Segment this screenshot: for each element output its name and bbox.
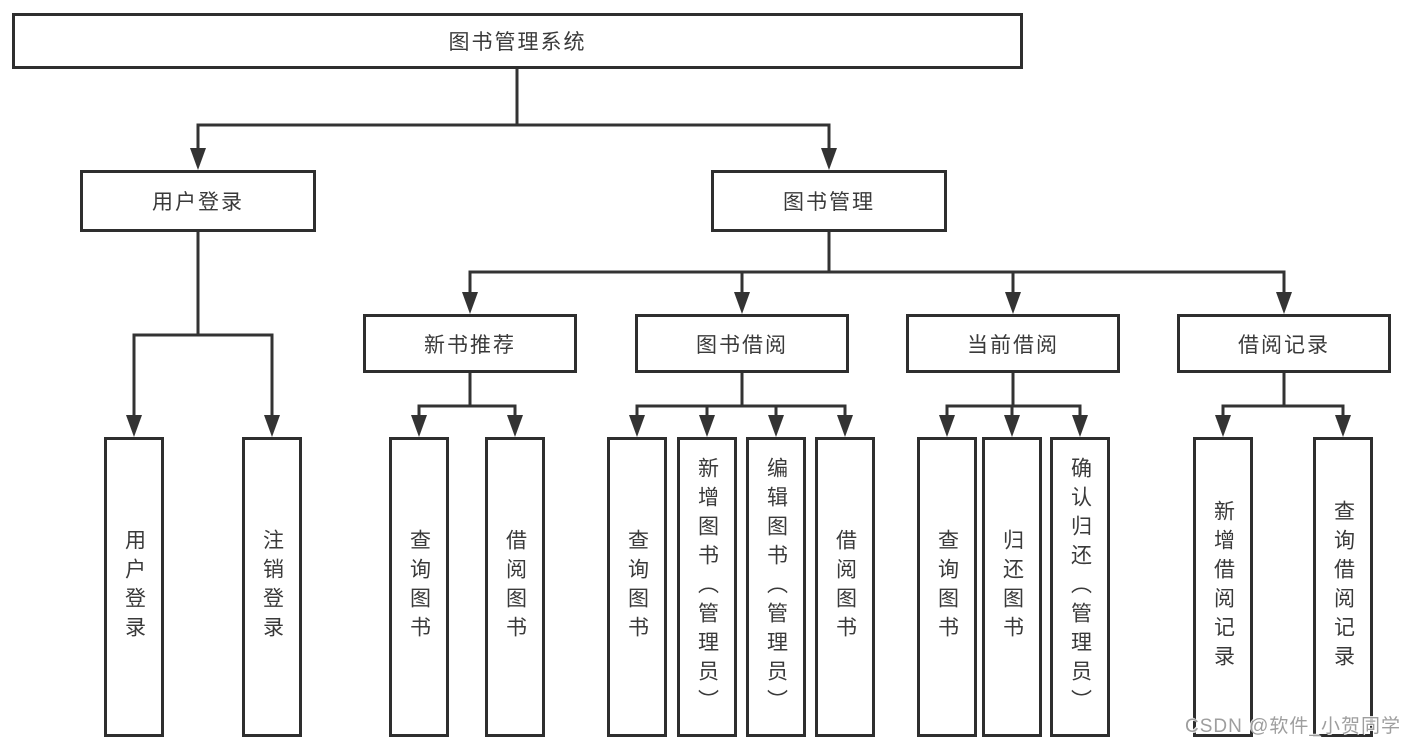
connector-current-borrow-to-leaves [939,369,1088,437]
node-label: 注销登录 [260,529,284,645]
node-label: 新书推荐 [424,333,516,357]
node-label: 借阅图书 [833,529,857,645]
node-borrow-records: 借阅记录 [1177,314,1391,373]
node-label: 归还图书 [1000,529,1024,645]
leaf-logout: 注销登录 [242,437,302,737]
leaf-confirm-return-admin: 确认归还（管理员） [1050,437,1110,737]
node-label: 编辑图书（管理员） [764,456,788,718]
node-label: 图书管理系统 [448,31,587,54]
connector-borrow-records-to-leaves [1215,369,1351,437]
connector-user-login-to-leaves [126,230,280,437]
leaf-user-login: 用户登录 [104,437,164,737]
node-user-login: 用户登录 [80,170,316,232]
leaf-borrow-books-1: 借阅图书 [485,437,545,737]
node-label: 当前借阅 [967,333,1059,357]
leaf-query-books-1: 查询图书 [389,437,449,737]
node-label: 图书借阅 [696,333,788,357]
node-label: 查询图书 [935,529,959,645]
leaf-add-books-admin: 新增图书（管理员） [677,437,737,737]
leaf-return-books: 归还图书 [982,437,1042,737]
connector-root-to-level2 [190,66,837,170]
node-new-book-recommend: 新书推荐 [363,314,577,373]
leaf-query-books-3: 查询图书 [917,437,977,737]
leaf-add-borrow-record: 新增借阅记录 [1193,437,1253,737]
node-label: 用户登录 [122,529,146,645]
leaf-borrow-books-2: 借阅图书 [815,437,875,737]
node-label: 图书管理 [783,191,875,214]
csdn-watermark: CSDN @软件_小贺同学 [1185,716,1401,737]
node-label: 借阅记录 [1238,333,1330,357]
connector-book-management-to-level3 [462,230,1292,314]
node-book-borrow: 图书借阅 [635,314,849,373]
node-label: 新增图书（管理员） [695,456,719,718]
node-label: 借阅图书 [503,529,527,645]
node-label: 查询借阅记录 [1331,500,1355,674]
leaf-edit-books-admin: 编辑图书（管理员） [746,437,806,737]
node-label: 用户登录 [152,191,244,214]
node-label: 确认归还（管理员） [1068,456,1092,718]
node-label: 新增借阅记录 [1211,500,1235,674]
node-label: 查询图书 [625,529,649,645]
node-book-management: 图书管理 [711,170,947,232]
node-current-borrow: 当前借阅 [906,314,1120,373]
leaf-query-borrow-record: 查询借阅记录 [1313,437,1373,737]
connector-new-book-to-leaves [411,369,523,437]
connector-book-borrow-to-leaves [629,369,853,437]
node-library-management-system: 图书管理系统 [12,13,1023,69]
leaf-query-books-2: 查询图书 [607,437,667,737]
node-label: 查询图书 [407,529,431,645]
